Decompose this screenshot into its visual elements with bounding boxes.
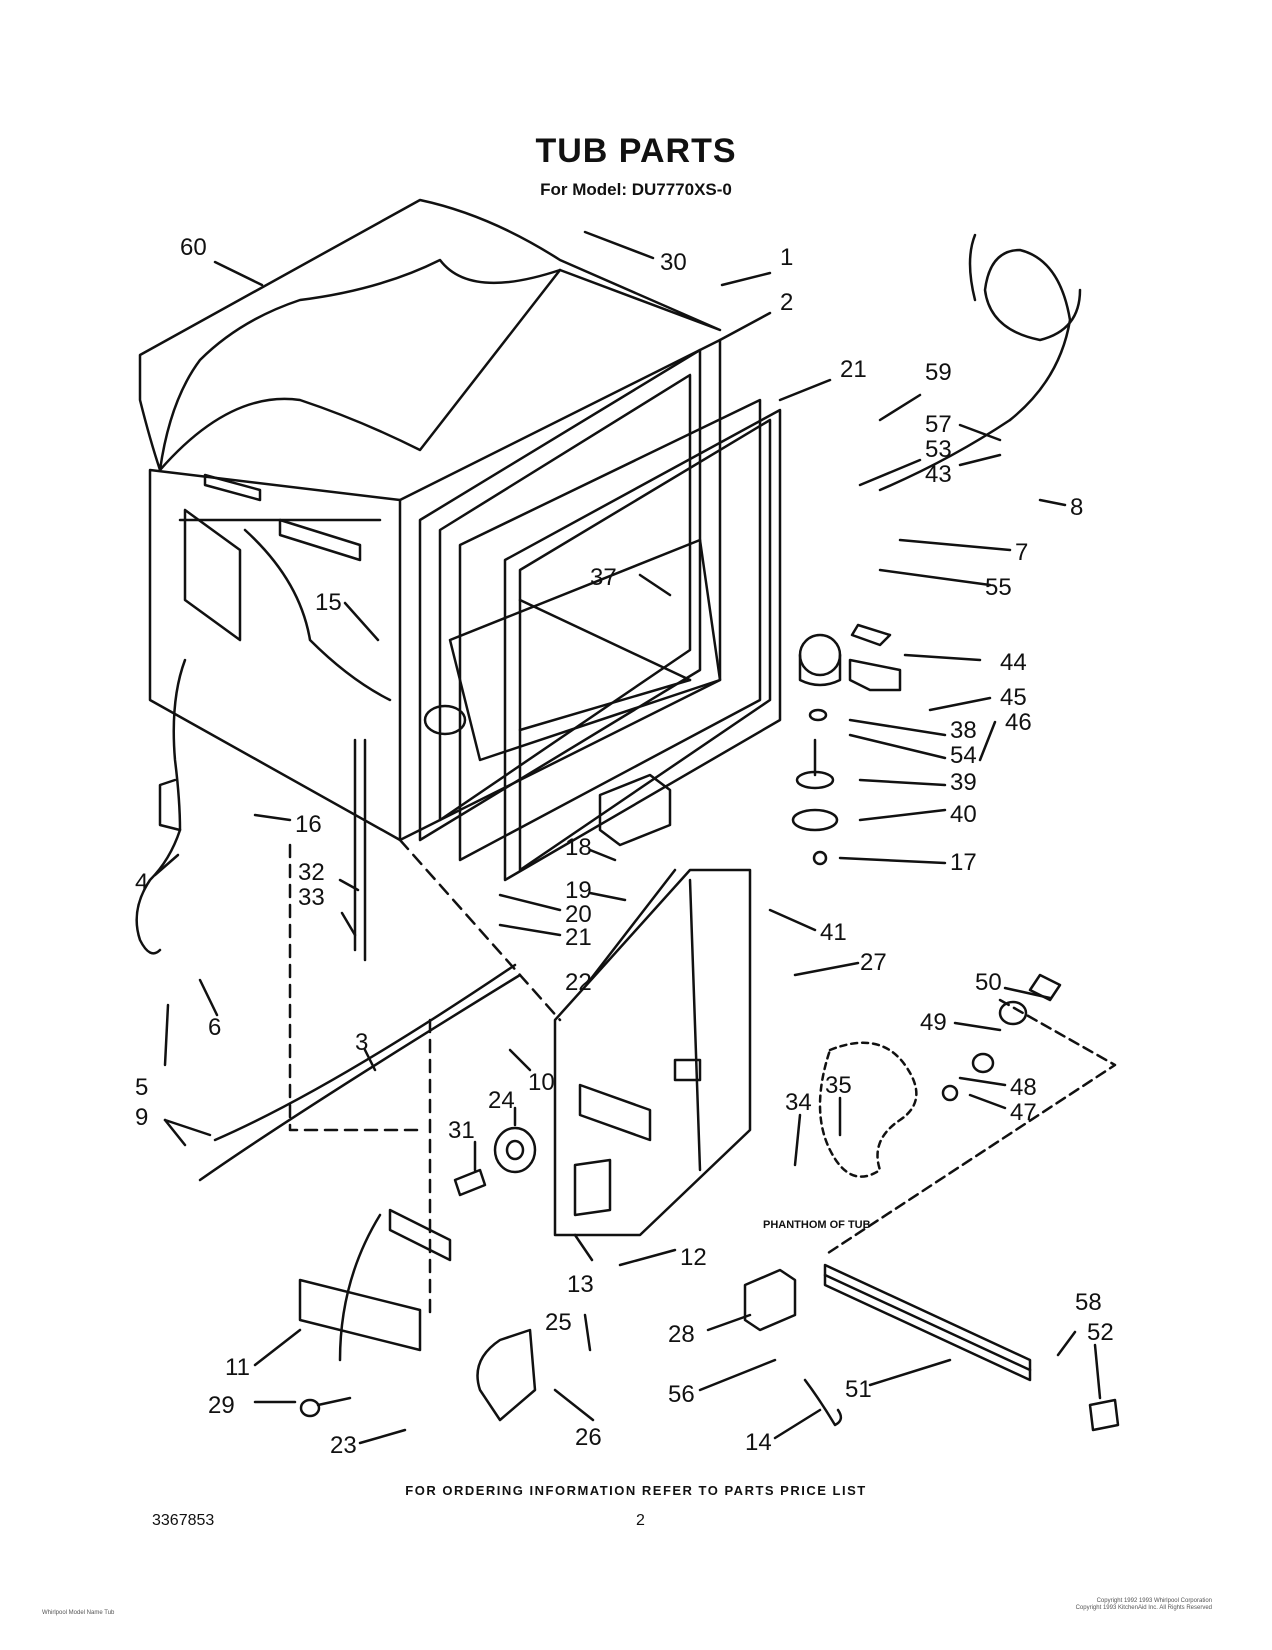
callout-label: 57 (925, 411, 952, 438)
callout-label: 7 (1015, 539, 1028, 566)
callout-label: 10 (528, 1069, 555, 1096)
callout-label: 20 (565, 901, 592, 928)
callout-label: 58 (1075, 1289, 1102, 1316)
callout-label: 46 (1005, 709, 1032, 736)
callout-label: 16 (295, 811, 322, 838)
callout-label: 9 (135, 1104, 148, 1131)
callout-label: 26 (575, 1424, 602, 1451)
document-number: 3367853 (152, 1512, 215, 1529)
model-subtitle: For Model: DU7770XS-0 (540, 180, 732, 199)
callout-label: 55 (985, 574, 1012, 601)
callout-label: 27 (860, 949, 887, 976)
callout-label: 47 (1010, 1099, 1037, 1126)
callout-label: 53 (925, 436, 952, 463)
callout-label: 21 (565, 924, 592, 951)
copyright-right: Copyright 1992 1993 Whirlpool Corporatio… (1076, 1598, 1212, 1612)
callout-label: 40 (950, 801, 977, 828)
callout-label: 39 (950, 769, 977, 796)
callout-label: 12 (680, 1244, 707, 1271)
callout-label: 59 (925, 359, 952, 386)
callout-label: 23 (330, 1432, 357, 1459)
callout-label: 21 (840, 356, 867, 383)
callout-label: 25 (545, 1309, 572, 1336)
copyright-line-1: Copyright 1992 1993 Whirlpool Corporatio… (1096, 1598, 1212, 1604)
page-number: 2 (636, 1512, 645, 1529)
callout-label: 31 (448, 1117, 475, 1144)
ordering-note: FOR ORDERING INFORMATION REFER TO PARTS … (405, 1483, 867, 1498)
callout-label: 11 (225, 1354, 250, 1381)
callout-label: 4 (135, 869, 148, 896)
callout-label: 51 (845, 1376, 872, 1403)
callout-label: 15 (315, 589, 342, 616)
callout-label: 50 (975, 969, 1002, 996)
callout-label: 28 (668, 1321, 695, 1348)
callout-label: 34 (785, 1089, 812, 1116)
callout-label: 3 (355, 1029, 368, 1056)
callout-label: 29 (208, 1392, 235, 1419)
page-title: TUB PARTS (535, 132, 737, 170)
callout-label: 41 (820, 919, 847, 946)
callout-label: 2 (780, 289, 793, 316)
callout-label: 22 (565, 969, 592, 996)
callout-label: 33 (298, 884, 325, 911)
callout-label: 5 (135, 1074, 148, 1101)
callout-labels: 60 30 1 2 21 59 57 53 43 8 7 55 37 15 44… (135, 234, 1114, 1459)
callout-label: 18 (565, 834, 592, 861)
callout-label: 52 (1087, 1319, 1114, 1346)
callout-label: 32 (298, 859, 325, 886)
callout-label: 24 (488, 1087, 515, 1114)
callout-label: 54 (950, 742, 977, 769)
callout-label: 6 (208, 1014, 221, 1041)
phantom-of-tub-note: PHANTHOM OF TUB (763, 1219, 871, 1231)
callout-label: 60 (180, 234, 207, 261)
callout-label: 37 (590, 564, 617, 591)
callout-label: 19 (565, 877, 592, 904)
callout-label: 44 (1000, 649, 1027, 676)
callout-label: 1 (780, 244, 793, 271)
callout-label: 48 (1010, 1074, 1037, 1101)
callout-label: 38 (950, 717, 977, 744)
callout-label: 30 (660, 249, 687, 276)
callout-label: 8 (1070, 494, 1083, 521)
callout-label: 35 (825, 1072, 852, 1099)
callout-label: 45 (1000, 684, 1027, 711)
callout-label: 17 (950, 849, 977, 876)
callout-label: 14 (745, 1429, 772, 1456)
callout-label: 56 (668, 1381, 695, 1408)
callout-label: 43 (925, 461, 952, 488)
copyright-line-2: Copyright 1993 KitchenAid Inc. All Right… (1075, 1605, 1212, 1611)
copyright-left: Whirlpool Model Name Tub (42, 1610, 115, 1616)
callout-label: 13 (567, 1271, 594, 1298)
callout-label: 49 (920, 1009, 947, 1036)
